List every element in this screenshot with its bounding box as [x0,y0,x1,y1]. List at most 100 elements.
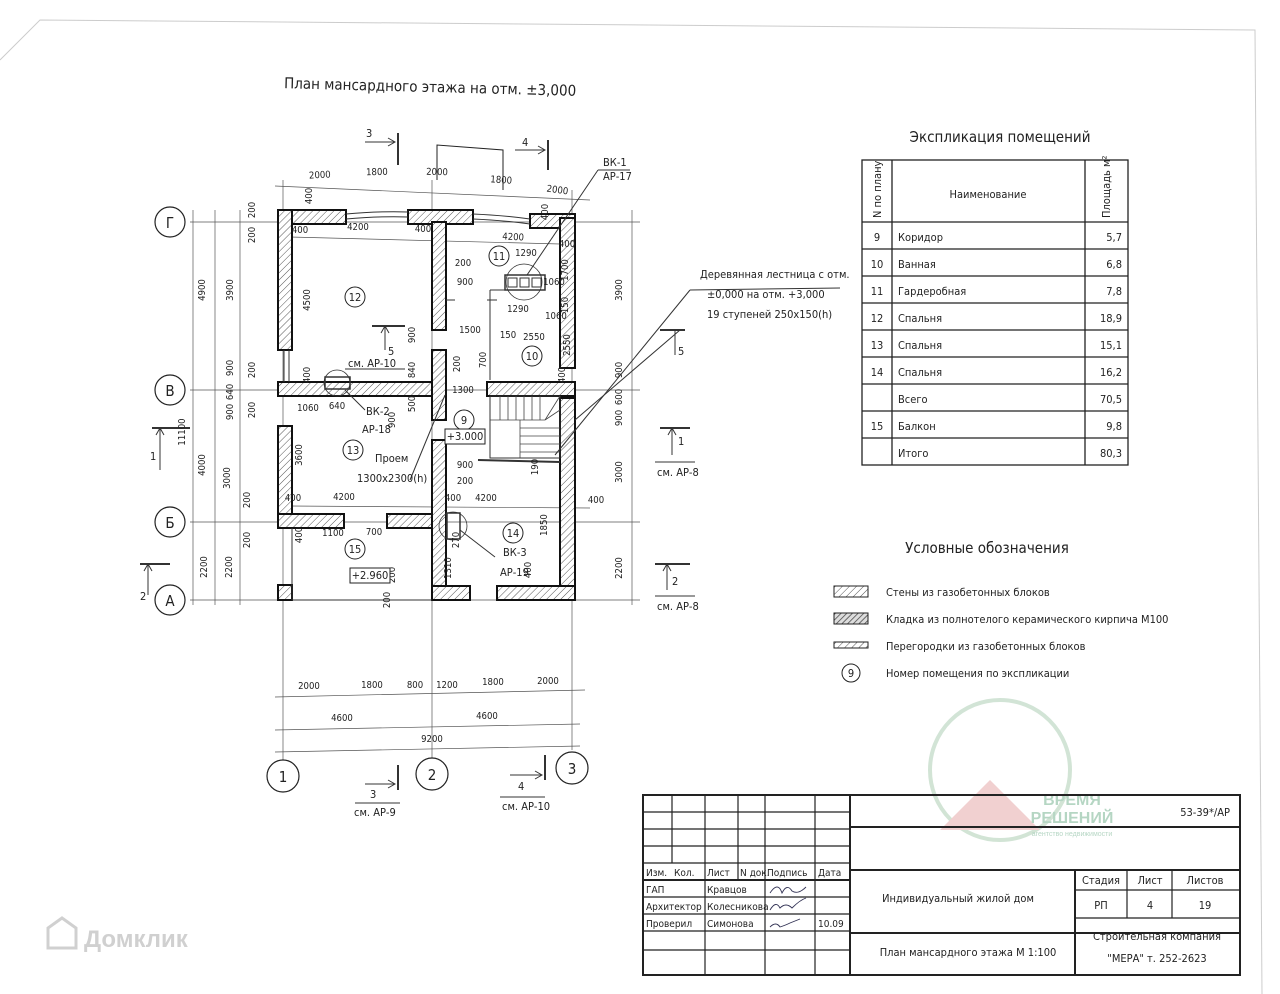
dimension-label: 200 [242,492,253,508]
dimension-label: 3000 [614,461,625,483]
dimension-label: 500 [407,396,418,412]
dimension-label: 400 [415,224,431,235]
table-cell-area: 70,5 [1100,393,1122,406]
callout-vk3: ВК-3 [503,546,527,559]
section-marker-label: см. АР-9 [354,806,396,819]
dimension-label: 400 [294,527,305,543]
dimension-label: 900 [457,277,473,288]
dimension-label: 800 [407,680,423,691]
dimension-label: 4000 [197,454,208,476]
drawing-code: 53-39*/АР [1180,806,1230,819]
legend: Условные обозначения 9 Стены из газобето… [833,539,1168,683]
dimension-label: 2000 [426,167,448,178]
dimension-label: 600 [614,389,625,405]
elevation-box [444,428,486,445]
section-marker-label: 3 [370,788,376,801]
legend-label: Номер помещения по экспликации [886,667,1069,680]
plan-title: План мансардного этажа на отм. ±3,000 [284,74,577,100]
dimension-label: 3900 [225,279,236,301]
table-cell-number: 11 [871,285,884,298]
stage-header: Стадия [1082,874,1120,887]
table-cell-number: 15 [871,420,884,433]
dimension-label: 900 [457,460,473,471]
table-cell-name: Коридор [898,231,943,244]
dimension-label: 2000 [309,169,331,181]
dimension-label: 200 [457,476,473,487]
elevation-mark: +3.000 [447,430,484,443]
room-number: 11 [493,250,506,263]
dimension-label: 640 [329,401,345,412]
table-cell-name: Балкон [898,420,936,433]
section-marker-label: 4 [518,780,524,793]
dimension-label: 400 [285,493,301,504]
dimension-label: 2200 [224,556,235,578]
callout-vk2-ref: АР-18 [362,423,391,436]
dimension-label: 1800 [361,680,383,691]
section-marker-label: 2 [140,590,146,603]
svg-text:агентство недвижимости: агентство недвижимости [1032,831,1113,838]
dimension-label: 4600 [476,711,498,722]
title-block-header: Подпись [767,868,807,879]
svg-text:ВРЕМЯ: ВРЕМЯ [1043,792,1101,809]
title-block-header: Изм. [646,868,667,879]
col-header-area: Площадь м² [1100,156,1113,218]
dimension-label: 2200 [614,557,625,579]
dimension-label: 900 [614,410,625,426]
opening-size: 1300x2300(h) [357,472,427,485]
section-marker-label: см. АР-10 [502,800,550,813]
dimension-label: 150 [560,297,571,313]
dimension-label: 200 [247,362,258,378]
table-cell-name: Итого [898,447,928,460]
dimension-label: 3000 [222,467,233,489]
dimension-label: 4200 [475,493,497,504]
stair-note: ±0,000 на отм. +3,000 [707,288,825,301]
table-cell-area: 7,8 [1106,285,1122,298]
dimension-label: 900 [225,360,236,376]
section-marker-label: 1 [150,450,156,463]
room-number-marker [344,538,366,560]
section-marker-label: 1 [678,435,684,448]
floor-plan [140,133,841,804]
stage-value: 4 [1147,899,1153,912]
dimension-label: 4600 [331,713,353,724]
dimension-label: 2000 [298,681,320,692]
dimension-label: 1800 [366,167,388,178]
table-cell-number: 13 [871,339,884,352]
callout-vk1-ref: АР-17 [603,170,632,183]
dimension-label: 2550 [562,334,573,356]
elevation-box [349,567,391,584]
signatures [769,886,807,928]
staff-role: ГАП [646,885,664,896]
staff-name: Кравцов [707,885,747,896]
dimension-label: 400 [559,239,575,250]
section-marker-label: 3 [366,127,372,140]
dimension-label: 1290 [507,304,529,315]
table-cell-area: 80,3 [1100,447,1122,460]
table-cell-area: 5,7 [1106,231,1122,244]
dimension-label: 1700 [560,259,571,281]
svg-text:Домклик: Домклик [84,926,189,953]
title-block-header: Лист [707,868,730,879]
staff-date: 10.09 [818,919,844,930]
dimension-label: 3900 [614,279,625,301]
table-cell-name: Гардеробная [898,285,966,298]
partition-icon [833,641,869,649]
opening-label: Проем [375,452,408,465]
axis-row-label: А [165,592,175,610]
col-header-number: N по плану [871,160,884,218]
dimension-label: 900 [407,327,418,343]
explication-title: Экспликация помещений [910,128,1091,146]
stage-value: РП [1094,899,1107,912]
dimension-label: 200 [382,592,393,608]
dimension-label: 150 [500,330,516,341]
callout-vk1: ВК-1 [603,156,627,169]
table-cell-name: Спальня [898,339,942,352]
table-cell-area: 18,9 [1100,312,1122,325]
dimension-label: 1100 [322,528,344,539]
dimension-label: 1800 [482,677,504,688]
section-marker-label: см. АР-8 [657,600,699,613]
table-cell-area: 6,8 [1106,258,1122,271]
dimension-label: 4200 [347,222,369,233]
project-name: Индивидуальный жилой дом [882,892,1034,905]
